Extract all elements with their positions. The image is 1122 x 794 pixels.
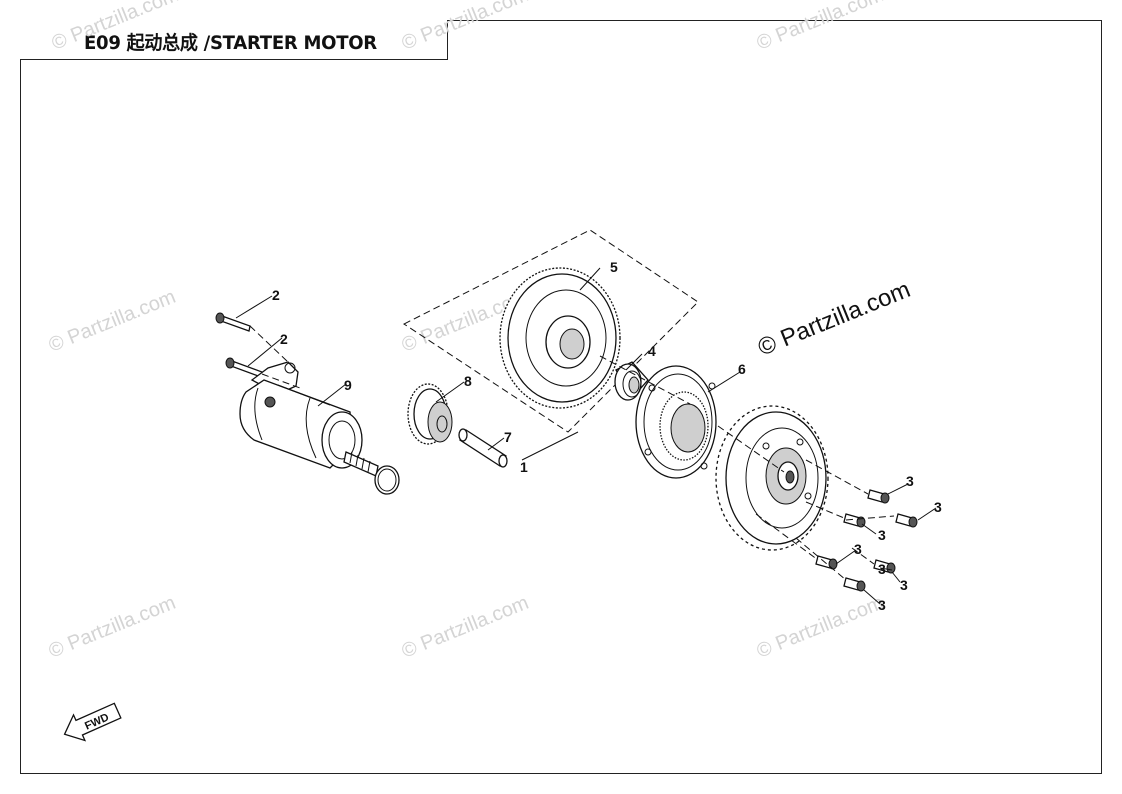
watermark-text: © Partzilla.com — [49, 0, 182, 55]
callout-3b: 3 — [934, 499, 942, 515]
callout-3f: 3 — [900, 577, 908, 593]
title-block — [20, 20, 448, 60]
callout-9: 9 — [344, 377, 352, 393]
watermark-text: © Partzilla.com — [754, 0, 887, 55]
bolt-part-2b — [225, 357, 263, 378]
flywheel-rotor — [715, 405, 829, 551]
shaft-part-7 — [458, 428, 508, 468]
bolt-part-3-group — [815, 489, 918, 592]
fwd-arrow-icon: FWD — [63, 702, 122, 742]
callout-6: 6 — [738, 361, 746, 377]
bolt-part-3 — [815, 555, 838, 570]
callout-1: 1 — [520, 459, 528, 475]
watermark-text: © Partzilla.com — [46, 592, 179, 663]
callout-2b: 2 — [280, 331, 288, 347]
leader-lines — [235, 267, 937, 605]
callout-2a: 2 — [272, 287, 280, 303]
callout-4: 4 — [648, 343, 656, 359]
callout-5: 5 — [610, 259, 618, 275]
driven-gear-part-5 — [499, 267, 621, 409]
watermark-layer: © Partzilla.com © Partzilla.com © Partzi… — [46, 0, 887, 663]
bolt-part-3 — [843, 513, 866, 528]
fwd-label: FWD — [83, 711, 111, 732]
callout-3g: 3 — [878, 597, 886, 613]
needle-bearing-part-4 — [614, 361, 649, 401]
page-title: E09 起动总成 /STARTER MOTOR — [84, 32, 377, 54]
o-ring — [374, 465, 400, 495]
bolt-part-3 — [867, 489, 890, 504]
bolt-part-3 — [895, 513, 918, 528]
bolt-part-2a — [215, 312, 251, 332]
reduction-gear-part-8 — [407, 383, 453, 445]
one-way-clutch-part-6 — [635, 365, 717, 479]
assembly-group-outline — [403, 229, 699, 433]
drawing-frame — [20, 20, 1102, 774]
watermark-text: © Partzilla.com — [399, 592, 532, 663]
bolt-part-3 — [873, 559, 896, 574]
watermark-main: © Partzilla.com — [754, 276, 914, 362]
starter-motor-part-9 — [239, 361, 379, 477]
callout-3c: 3 — [878, 527, 886, 543]
watermark-text: © Partzilla.com — [754, 592, 887, 663]
callout-3d: 3 — [854, 541, 862, 557]
callout-7: 7 — [504, 429, 512, 445]
callout-8: 8 — [464, 373, 472, 389]
callout-3e: 3 — [878, 561, 886, 577]
watermark-text: © Partzilla.com — [399, 0, 532, 55]
bolt-part-3 — [843, 577, 866, 592]
watermark-text: © Partzilla.com — [46, 286, 179, 357]
callout-3a: 3 — [906, 473, 914, 489]
